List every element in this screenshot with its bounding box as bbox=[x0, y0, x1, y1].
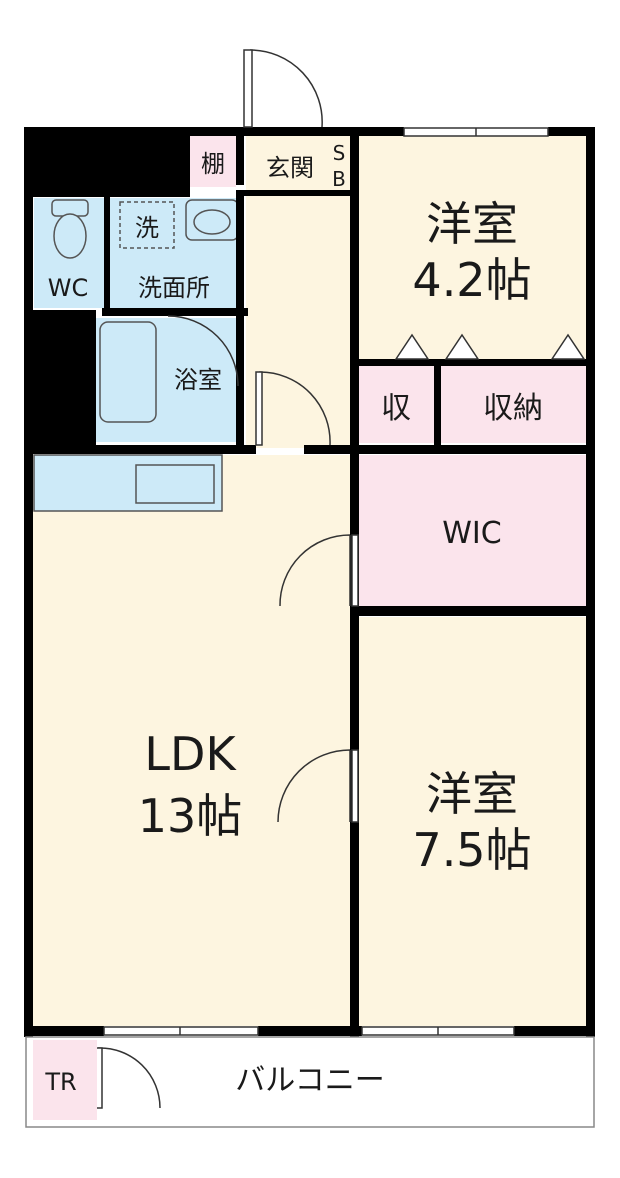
shoe-box-label-1: S bbox=[333, 141, 346, 165]
storage-label: 収納 bbox=[483, 391, 543, 426]
toilet-bowl bbox=[53, 213, 87, 259]
door-leaves bbox=[93, 49, 359, 1109]
windows bbox=[103, 127, 549, 1036]
bathtub bbox=[99, 321, 157, 423]
western-room-2-floor bbox=[358, 617, 586, 1026]
balcony-label: バルコニー bbox=[235, 1063, 384, 1098]
entrance-floor bbox=[246, 135, 354, 448]
wic-floor bbox=[358, 455, 586, 607]
closet-doors bbox=[394, 333, 586, 360]
western-room-2-name: 洋室 bbox=[426, 767, 518, 821]
shelf-floor bbox=[190, 135, 236, 187]
ldk-name: LDK bbox=[144, 727, 237, 781]
storage-small-label: 収 bbox=[381, 391, 411, 426]
western-room-1-floor bbox=[358, 135, 586, 359]
western-room-1-size: 4.2帖 bbox=[412, 253, 531, 307]
western-room-2-size: 7.5帖 bbox=[412, 823, 531, 877]
wic-label: WIC bbox=[442, 516, 501, 551]
washer-label: 洗 bbox=[135, 214, 159, 242]
shelf-label: 棚 bbox=[201, 150, 225, 178]
kitchen-sink bbox=[135, 464, 215, 504]
ldk-size: 13帖 bbox=[138, 789, 243, 843]
bathroom-label: 浴室 bbox=[174, 366, 222, 394]
storage-small-floor bbox=[358, 365, 434, 443]
western-room-1-name: 洋室 bbox=[426, 197, 518, 251]
entrance-label: 玄関 bbox=[266, 154, 314, 182]
storage-floor bbox=[440, 365, 586, 443]
ldk-floor bbox=[32, 455, 352, 1026]
washer-pan bbox=[119, 201, 175, 249]
toilet-label: WC bbox=[48, 274, 89, 302]
wall-mass-left bbox=[24, 310, 96, 452]
trunk-room bbox=[33, 1040, 97, 1120]
washbasin-bowl bbox=[193, 209, 231, 235]
wall-mass-top-left bbox=[24, 127, 190, 197]
shoe-box-label-2: B bbox=[332, 167, 346, 191]
trunk-room-label: TR bbox=[44, 1068, 76, 1096]
balcony-outline bbox=[25, 1036, 595, 1128]
washroom-label: 洗面所 bbox=[138, 274, 210, 302]
